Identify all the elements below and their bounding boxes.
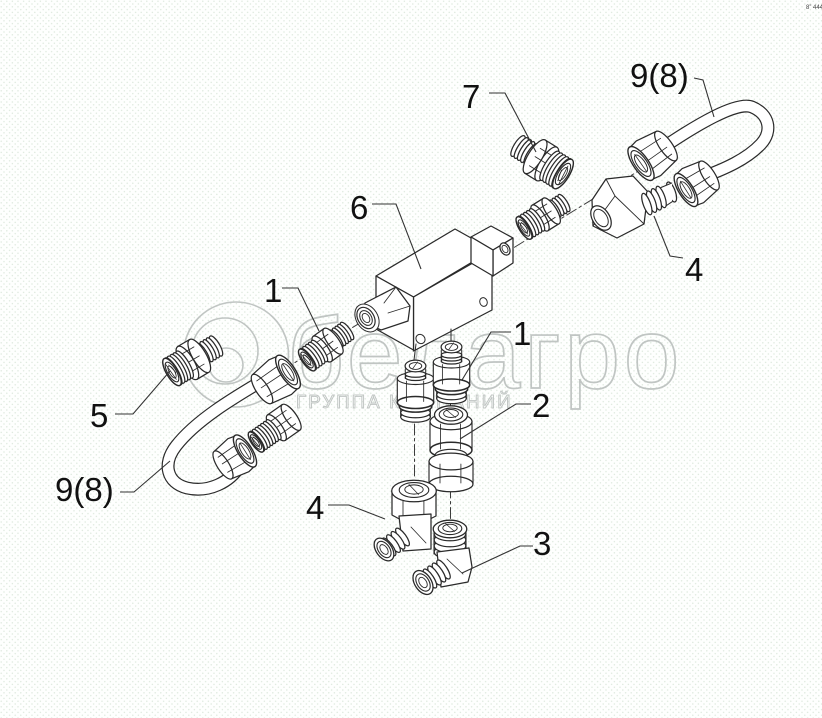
svg-text:3: 3 — [533, 525, 551, 562]
svg-text:6: 6 — [350, 189, 368, 226]
svg-text:белагро: белагро — [287, 298, 683, 410]
svg-text:2: 2 — [532, 387, 550, 424]
svg-text:1: 1 — [513, 315, 531, 352]
svg-text:9(8): 9(8) — [55, 471, 114, 508]
svg-text:4: 4 — [306, 489, 324, 526]
svg-text:4: 4 — [685, 251, 703, 288]
svg-text:7: 7 — [462, 78, 480, 115]
svg-text:9(8): 9(8) — [630, 57, 689, 94]
svg-text:5: 5 — [90, 397, 108, 434]
svg-text:8” 444: 8” 444 — [806, 5, 822, 11]
svg-text:1: 1 — [264, 272, 282, 309]
